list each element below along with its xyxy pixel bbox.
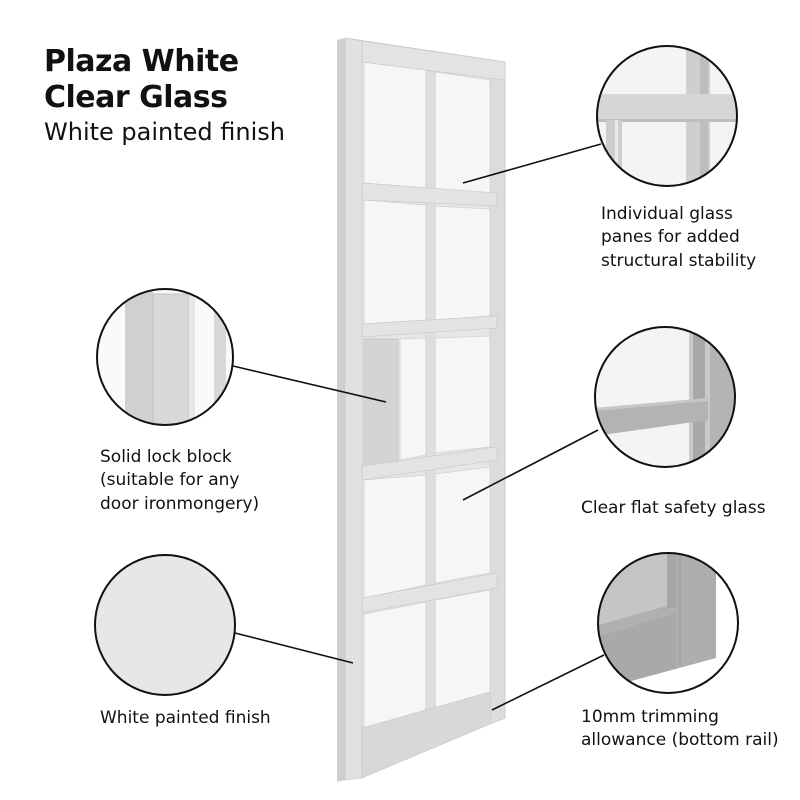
callout-safety-glass: Clear flat safety glass bbox=[581, 497, 766, 520]
callout-line: door ironmongery) bbox=[100, 493, 260, 514]
callout-lock-block: Solid lock block (suitable for any door … bbox=[100, 446, 259, 516]
detail-circle-glass-panes bbox=[596, 45, 738, 187]
callout-line: Clear flat safety glass bbox=[581, 498, 766, 518]
callout-line: 10mm trimming bbox=[581, 707, 719, 727]
callout-line: Individual glass bbox=[601, 204, 733, 224]
callout-line: panes for added bbox=[601, 227, 740, 248]
callout-painted-finish: White painted finish bbox=[100, 707, 271, 730]
product-title: Plaza White Clear Glass White painted fi… bbox=[44, 44, 285, 147]
callout-line: (suitable for any bbox=[100, 470, 240, 491]
leader-lines bbox=[232, 143, 605, 711]
callout-line: allowance (bottom rail) bbox=[581, 730, 779, 751]
detail-circle-trimming bbox=[597, 552, 739, 694]
product-name-line2: Clear Glass bbox=[44, 80, 228, 115]
lock-block bbox=[363, 338, 399, 467]
product-name-line1: Plaza White bbox=[44, 44, 239, 79]
detail-circle-painted-finish bbox=[94, 554, 236, 696]
product-finish: White painted finish bbox=[44, 118, 285, 146]
door bbox=[337, 37, 506, 782]
detail-circle-lock-block bbox=[96, 288, 234, 426]
callout-line: Solid lock block bbox=[100, 447, 232, 467]
glass-panes bbox=[363, 61, 491, 729]
callout-line: White painted finish bbox=[100, 708, 271, 728]
callout-glass-panes: Individual glass panes for added structu… bbox=[601, 203, 756, 273]
detail-circle-safety-glass bbox=[594, 326, 736, 468]
callout-line: structural stability bbox=[601, 250, 757, 271]
callout-trimming: 10mm trimming allowance (bottom rail) bbox=[581, 706, 779, 753]
